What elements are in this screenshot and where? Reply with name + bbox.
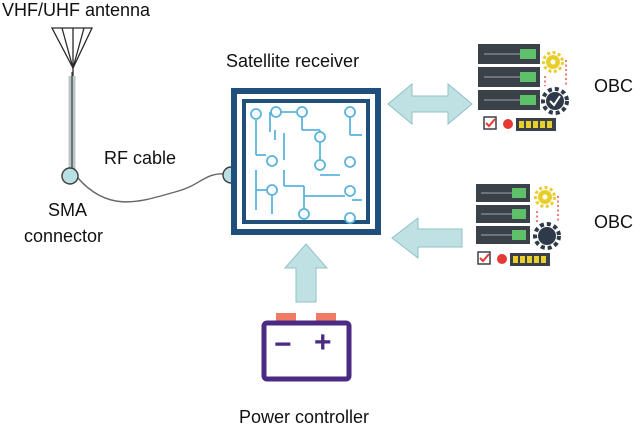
checkbox-icon xyxy=(477,251,491,265)
left-arrow xyxy=(391,216,463,260)
sma-connector-icon xyxy=(61,167,79,185)
server-rack-icon xyxy=(476,184,530,244)
battery-plus-symbol: + xyxy=(314,326,332,359)
rf-cable-label: RF cable xyxy=(104,148,177,168)
battery-icon xyxy=(261,313,352,382)
gear-icon xyxy=(542,51,564,73)
circuit-board-icon xyxy=(231,88,381,235)
battery-minus-symbol: − xyxy=(274,328,292,361)
up-arrow xyxy=(283,243,329,303)
obc-label-bottom: OBC xyxy=(594,212,634,232)
status-led-red xyxy=(503,119,513,129)
checkbox-icon xyxy=(483,116,497,130)
power-controller-label: Power controller xyxy=(239,407,370,427)
status-led-bar xyxy=(510,253,550,266)
sma-label-line2: connector xyxy=(24,226,104,246)
antenna-label: VHF/UHF antenna xyxy=(2,0,151,20)
sma-label-line1: SMA xyxy=(48,200,88,220)
rf-cable xyxy=(77,173,227,203)
gear-icon xyxy=(533,222,561,250)
status-led-bar xyxy=(516,118,556,131)
bidirectional-arrow xyxy=(387,82,473,126)
antenna-icon xyxy=(50,27,94,172)
gear-icon xyxy=(534,186,556,208)
obc-label-top: OBC xyxy=(594,76,634,96)
receiver-label: Satellite receiver xyxy=(226,51,360,71)
gear-icon xyxy=(541,87,569,115)
status-led-red xyxy=(497,254,507,264)
server-rack-icon xyxy=(478,44,540,110)
